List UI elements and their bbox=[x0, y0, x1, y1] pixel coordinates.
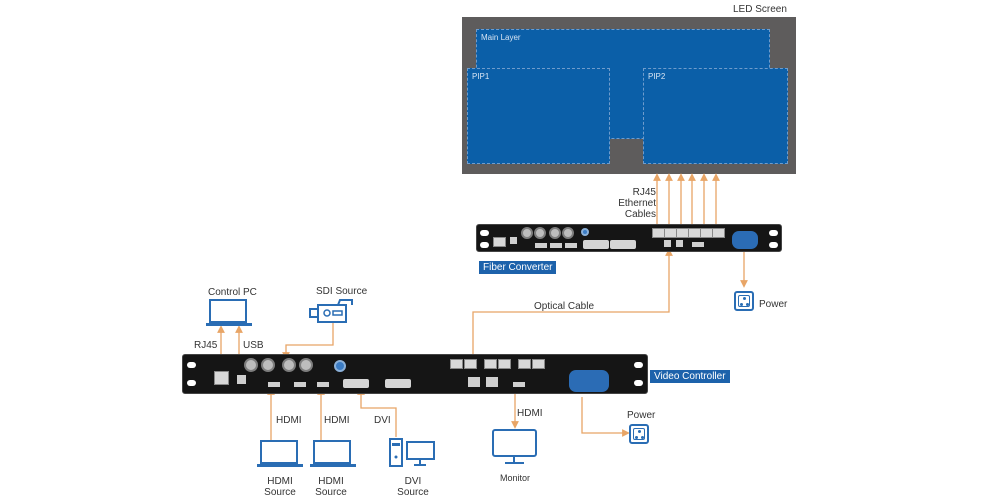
control-pc-laptop-icon bbox=[206, 299, 252, 326]
rack-ear bbox=[769, 242, 778, 248]
rack-ear bbox=[480, 230, 489, 236]
hdmi-source-1-label-line2: Source bbox=[264, 487, 296, 498]
control-pc-label: Control PC bbox=[208, 287, 257, 298]
video-controller-device[interactable] bbox=[182, 354, 648, 394]
power-inlet bbox=[732, 231, 758, 249]
bnc-port bbox=[299, 358, 313, 372]
hdmi-input-port bbox=[268, 382, 280, 387]
sfp-port bbox=[676, 240, 683, 247]
monitor-label: Monitor bbox=[499, 473, 530, 483]
rack-ear bbox=[769, 230, 778, 236]
dvi-link-label: DVI bbox=[374, 415, 391, 426]
pip2-layer[interactable]: PIP2 bbox=[643, 68, 788, 164]
controller-power-label: Power bbox=[627, 410, 656, 421]
ethernet-output-port bbox=[484, 359, 497, 369]
optical-cable bbox=[472, 248, 673, 365]
dvi-port bbox=[583, 240, 609, 249]
optical-port bbox=[486, 377, 498, 387]
dvi-source-label-line1: DVI bbox=[404, 476, 422, 487]
hdmi-port bbox=[550, 243, 562, 248]
pip2-label: PIP2 bbox=[648, 72, 666, 81]
controller-power-socket-icon bbox=[629, 424, 649, 444]
usb-port bbox=[237, 375, 246, 384]
main-layer-label: Main Layer bbox=[481, 33, 521, 42]
rack-ear bbox=[634, 380, 643, 386]
knob bbox=[581, 228, 589, 236]
bnc-port bbox=[261, 358, 275, 372]
hdmi-source-2-label-line1: HDMI bbox=[318, 476, 344, 487]
fiber-power-socket-icon bbox=[734, 291, 754, 311]
ethernet-label-line1: RJ45 bbox=[632, 187, 656, 198]
sdi-input-port bbox=[282, 358, 296, 372]
ethernet-port bbox=[493, 237, 506, 247]
usb-port bbox=[510, 237, 517, 244]
hdmi-source-1-label-line1: HDMI bbox=[267, 476, 293, 487]
hdmi-input-port bbox=[317, 382, 329, 387]
rack-ear bbox=[634, 362, 643, 368]
power-inlet bbox=[569, 370, 609, 392]
pip1-layer[interactable]: PIP1 bbox=[467, 68, 610, 164]
sfp-port bbox=[664, 240, 671, 247]
dvi-input-port bbox=[343, 379, 369, 388]
dvi-cable bbox=[357, 387, 397, 437]
dvi-port bbox=[610, 240, 636, 249]
knob bbox=[334, 360, 346, 372]
rj45-label: RJ45 bbox=[194, 340, 218, 351]
hdmi-input-port bbox=[294, 382, 306, 387]
sdi-cable bbox=[282, 323, 334, 360]
ethernet-label-line3: Cables bbox=[624, 209, 656, 220]
monitor-icon bbox=[492, 429, 537, 464]
monitor-hdmi-label: HDMI bbox=[517, 408, 543, 419]
hdmi-source-2-laptop-icon bbox=[310, 440, 356, 467]
rack-ear bbox=[187, 362, 196, 368]
rj45-port bbox=[214, 371, 229, 385]
hdmi-port bbox=[565, 243, 577, 248]
hdmi-source-1-laptop-icon bbox=[257, 440, 303, 467]
pip1-label: PIP1 bbox=[472, 72, 490, 81]
ethernet-output-port bbox=[450, 359, 463, 369]
rack-ear bbox=[480, 242, 489, 248]
fiber-converter-device[interactable] bbox=[476, 224, 782, 252]
video-camera-icon bbox=[309, 299, 353, 323]
bnc-port bbox=[521, 227, 533, 239]
rack-ear bbox=[187, 380, 196, 386]
dvi-source-desktop-icon bbox=[389, 438, 435, 467]
bnc-port bbox=[534, 227, 546, 239]
video-controller-label: Video Controller bbox=[650, 370, 730, 383]
hdmi-output-port bbox=[513, 382, 525, 387]
dvi-source-label-line2: Source bbox=[397, 487, 429, 498]
optical-cable-label: Optical Cable bbox=[534, 301, 595, 312]
fiber-power-label: Power bbox=[759, 299, 788, 310]
hdmi-source-2-label-line2: Source bbox=[315, 487, 347, 498]
ethernet-label-line2: Ethernet bbox=[618, 198, 656, 209]
usb-label: USB bbox=[243, 340, 264, 351]
bnc-port bbox=[562, 227, 574, 239]
controller-power-cable bbox=[581, 397, 630, 437]
led-screen-title: LED Screen bbox=[733, 4, 787, 15]
ethernet-output-port bbox=[498, 359, 511, 369]
hdmi-link-label-1: HDMI bbox=[276, 415, 302, 426]
ethernet-output-port bbox=[712, 228, 725, 238]
hdmi-link-label-2: HDMI bbox=[324, 415, 350, 426]
bnc-port bbox=[549, 227, 561, 239]
sdi-source-label: SDI Source bbox=[316, 286, 368, 297]
fiber-converter-label: Fiber Converter bbox=[479, 261, 557, 274]
ethernet-output-port bbox=[518, 359, 531, 369]
bnc-port bbox=[244, 358, 258, 372]
hdmi-out-port bbox=[692, 242, 704, 247]
optical-port bbox=[468, 377, 480, 387]
hdmi-port bbox=[535, 243, 547, 248]
ethernet-output-port bbox=[532, 359, 545, 369]
dvi-input-port bbox=[385, 379, 411, 388]
ethernet-output-port bbox=[464, 359, 477, 369]
led-screen: Main Layer PIP1 PIP2 bbox=[462, 17, 796, 174]
